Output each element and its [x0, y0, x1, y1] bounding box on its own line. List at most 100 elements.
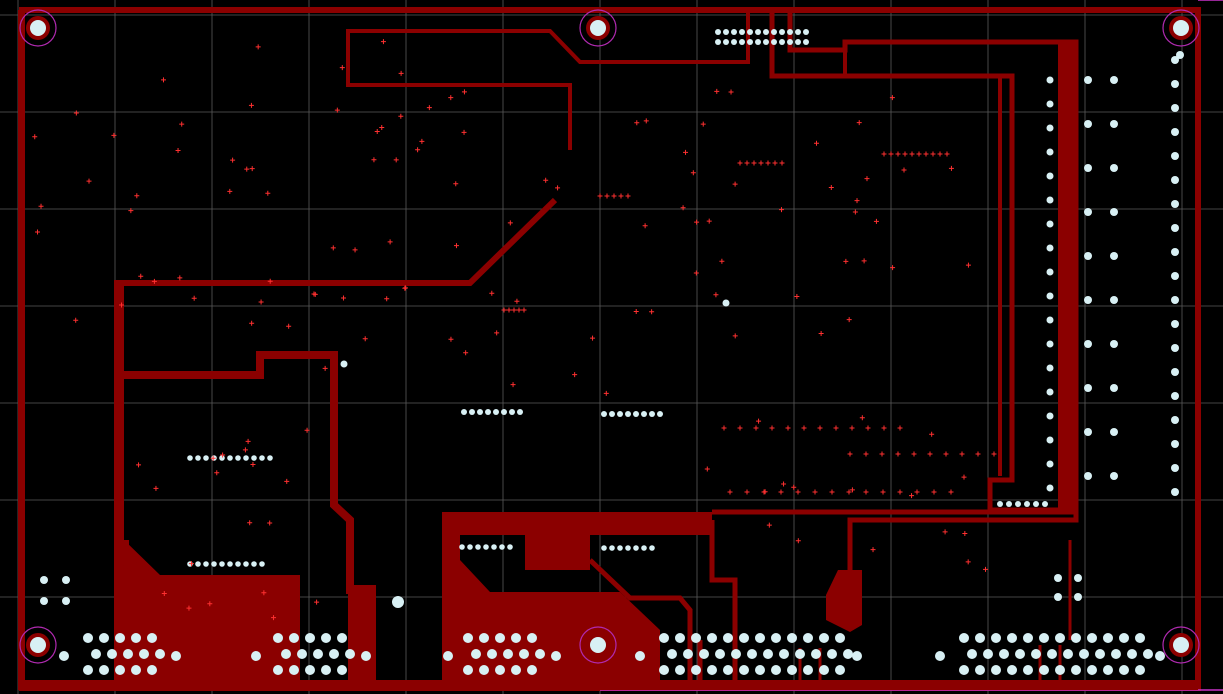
mounting-hole-pad: [30, 20, 46, 36]
via: [501, 307, 507, 313]
via: [398, 113, 404, 119]
pad-row: [641, 411, 647, 417]
via: [863, 489, 869, 495]
pad-row: [763, 39, 769, 45]
connector-pad: [959, 665, 969, 675]
via: [175, 147, 181, 153]
mounting-hole-pad: [590, 637, 606, 653]
via: [304, 427, 310, 433]
copper-tab: [826, 570, 862, 632]
connector-pad: [991, 633, 1001, 643]
connector-pad: [1087, 633, 1097, 643]
edge-pad: [1171, 224, 1179, 232]
pad-row: [601, 411, 607, 417]
via: [854, 198, 860, 204]
connector-pad: [273, 633, 283, 643]
via: [983, 566, 989, 572]
pad-row: [187, 455, 193, 461]
edge-pad: [1171, 464, 1179, 472]
mounting-hole-pad: [30, 637, 46, 653]
via: [210, 455, 216, 461]
connector-pad: [155, 649, 165, 659]
via: [929, 431, 935, 437]
via: [704, 466, 710, 472]
via: [261, 590, 267, 596]
pad-row: [803, 29, 809, 35]
edge-pad: [1171, 296, 1179, 304]
via: [880, 489, 886, 495]
pad-row: [795, 29, 801, 35]
via: [727, 489, 733, 495]
via: [119, 302, 125, 308]
via: [778, 489, 784, 495]
via: [374, 128, 380, 134]
via: [634, 120, 640, 126]
pad: [1084, 296, 1092, 304]
pad-row: [195, 455, 201, 461]
via: [791, 484, 797, 490]
pad-row: [507, 544, 513, 550]
connector-pad: [1143, 649, 1153, 659]
via: [897, 425, 903, 431]
connector-pad: [99, 633, 109, 643]
pad-row: [633, 411, 639, 417]
pad-row: [731, 39, 737, 45]
connector-pad: [707, 633, 717, 643]
edge-pad: [1046, 316, 1054, 324]
mounting-hole-ring: [19, 626, 57, 664]
via: [362, 336, 368, 342]
connector-pad: [91, 649, 101, 659]
connector-pad: [329, 649, 339, 659]
mounting-hole-ring: [579, 9, 617, 47]
pad-row: [461, 409, 467, 415]
via: [179, 121, 185, 127]
connector-pad: [699, 649, 709, 659]
pad: [59, 651, 69, 661]
via: [909, 151, 915, 157]
via: [756, 418, 762, 424]
via: [975, 451, 981, 457]
pad-row: [243, 455, 249, 461]
connector-pad: [975, 665, 985, 675]
pad-row: [739, 29, 745, 35]
connector-pad: [131, 665, 141, 675]
via: [833, 425, 839, 431]
via: [352, 247, 358, 253]
pad-row: [657, 411, 663, 417]
connector-pad: [273, 665, 283, 675]
connector-pad: [795, 649, 805, 659]
pad-row: [493, 409, 499, 415]
pad-row: [259, 455, 265, 461]
connector-pad: [1119, 633, 1129, 643]
via: [856, 120, 862, 126]
pad-row: [469, 409, 475, 415]
connector-pad: [731, 649, 741, 659]
via: [895, 451, 901, 457]
connector-pad: [503, 649, 513, 659]
edge-pad: [1046, 388, 1054, 396]
pad-row: [723, 39, 729, 45]
via: [772, 160, 778, 166]
via: [618, 193, 624, 199]
connector-pad: [667, 649, 677, 659]
pad: [1084, 76, 1092, 84]
pad-row: [779, 39, 785, 45]
via: [965, 262, 971, 268]
via: [737, 425, 743, 431]
via: [942, 529, 948, 535]
via: [680, 205, 686, 211]
edge-pad: [1046, 460, 1054, 468]
via: [700, 121, 706, 127]
pad: [1084, 120, 1092, 128]
pad: [251, 651, 261, 661]
pad-row: [747, 39, 753, 45]
via: [781, 481, 787, 487]
pad: [392, 596, 404, 608]
connector-pad: [1087, 665, 1097, 675]
connector-pad: [1119, 665, 1129, 675]
via: [258, 299, 264, 305]
via: [314, 599, 320, 605]
mounting-hole-ring: [1162, 9, 1200, 47]
